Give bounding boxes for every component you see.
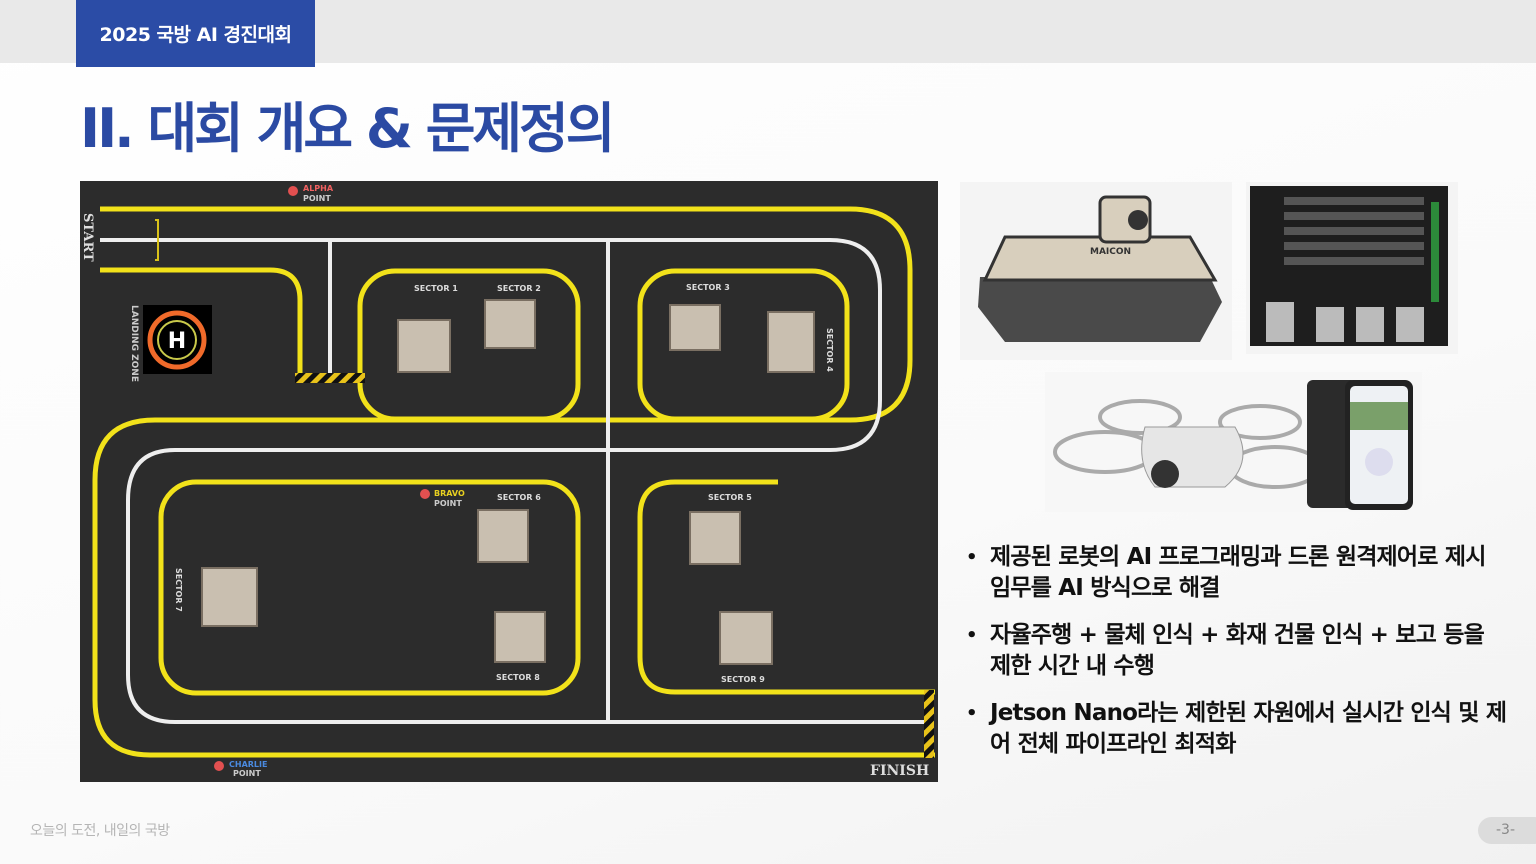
bullet-text: 자율주행 + 물체 인식 + 화재 건물 인식 + 보고 등을 제한 시간 내 … [990,622,1485,679]
finish-label: FINISH [870,763,929,779]
landing-zone-label: LANDING ZONE [129,305,139,382]
bullet-item: • 자율주행 + 물체 인식 + 화재 건물 인식 + 보고 등을 제한 시간 내… [966,620,1511,682]
track-center [100,238,925,724]
sector-label: SECTOR 5 [708,493,752,502]
alpha-point-sub: POINT [303,194,331,203]
drone-and-controller-image [1045,372,1422,512]
sector-label: SECTOR 7 [174,568,183,612]
buildings [201,299,815,665]
bullet-dot: • [966,547,978,568]
bullet-list: • 제공된 로봇의 AI 프로그래밍과 드론 원격제어로 제시 임무를 AI 방식… [966,542,1511,776]
bullet-text: 제공된 로봇의 AI 프로그래밍과 드론 원격제어로 제시 임무를 AI 방식으… [990,544,1486,601]
bravo-point: BRAVO [434,489,465,498]
sector-label: SECTOR 1 [414,284,458,293]
bullet-item: • Jetson Nano라는 제한된 자원에서 실시간 인식 및 제어 전체 파… [966,698,1511,760]
track-outer [92,206,935,758]
sector-label: SECTOR 6 [497,493,541,502]
sector-label: SECTOR 3 [686,283,730,292]
page-number: -3- [1478,817,1536,844]
alpha-point: ALPHA [303,184,334,193]
sector-label: SECTOR 2 [497,284,541,293]
bravo-point-sub: POINT [434,499,462,508]
tank-label: MAICON [1090,247,1131,257]
bullet-dot: • [966,625,978,646]
hazard-stripe [924,690,934,758]
footer-slogan: 오늘의 도전, 내일의 국방 [30,823,170,839]
bullet-text: Jetson Nano라는 제한된 자원에서 실시간 인식 및 제어 전체 파이… [990,700,1507,757]
start-label: START [80,213,95,262]
bullet-dot: • [966,703,978,724]
tank-robot-image: MAICON [960,182,1232,360]
bullet-item: • 제공된 로봇의 AI 프로그래밍과 드론 원격제어로 제시 임무를 AI 방식… [966,542,1511,604]
sector-label: SECTOR 4 [825,328,834,372]
landing-zone-helipad: H [143,305,212,374]
charlie-point-sub: POINT [233,769,261,778]
header-tab: 2025 국방 AI 경진대회 [76,0,315,67]
charlie-point: CHARLIE [229,760,267,769]
hazard-stripe [295,373,365,383]
sector-label: SECTOR 9 [721,675,765,684]
jetson-board-image [1246,182,1458,354]
svg-text:H: H [168,329,186,354]
page-title: II. 대회 개요 & 문제정의 [80,97,615,160]
sector-label: SECTOR 8 [496,673,540,682]
track-inner [100,267,303,375]
